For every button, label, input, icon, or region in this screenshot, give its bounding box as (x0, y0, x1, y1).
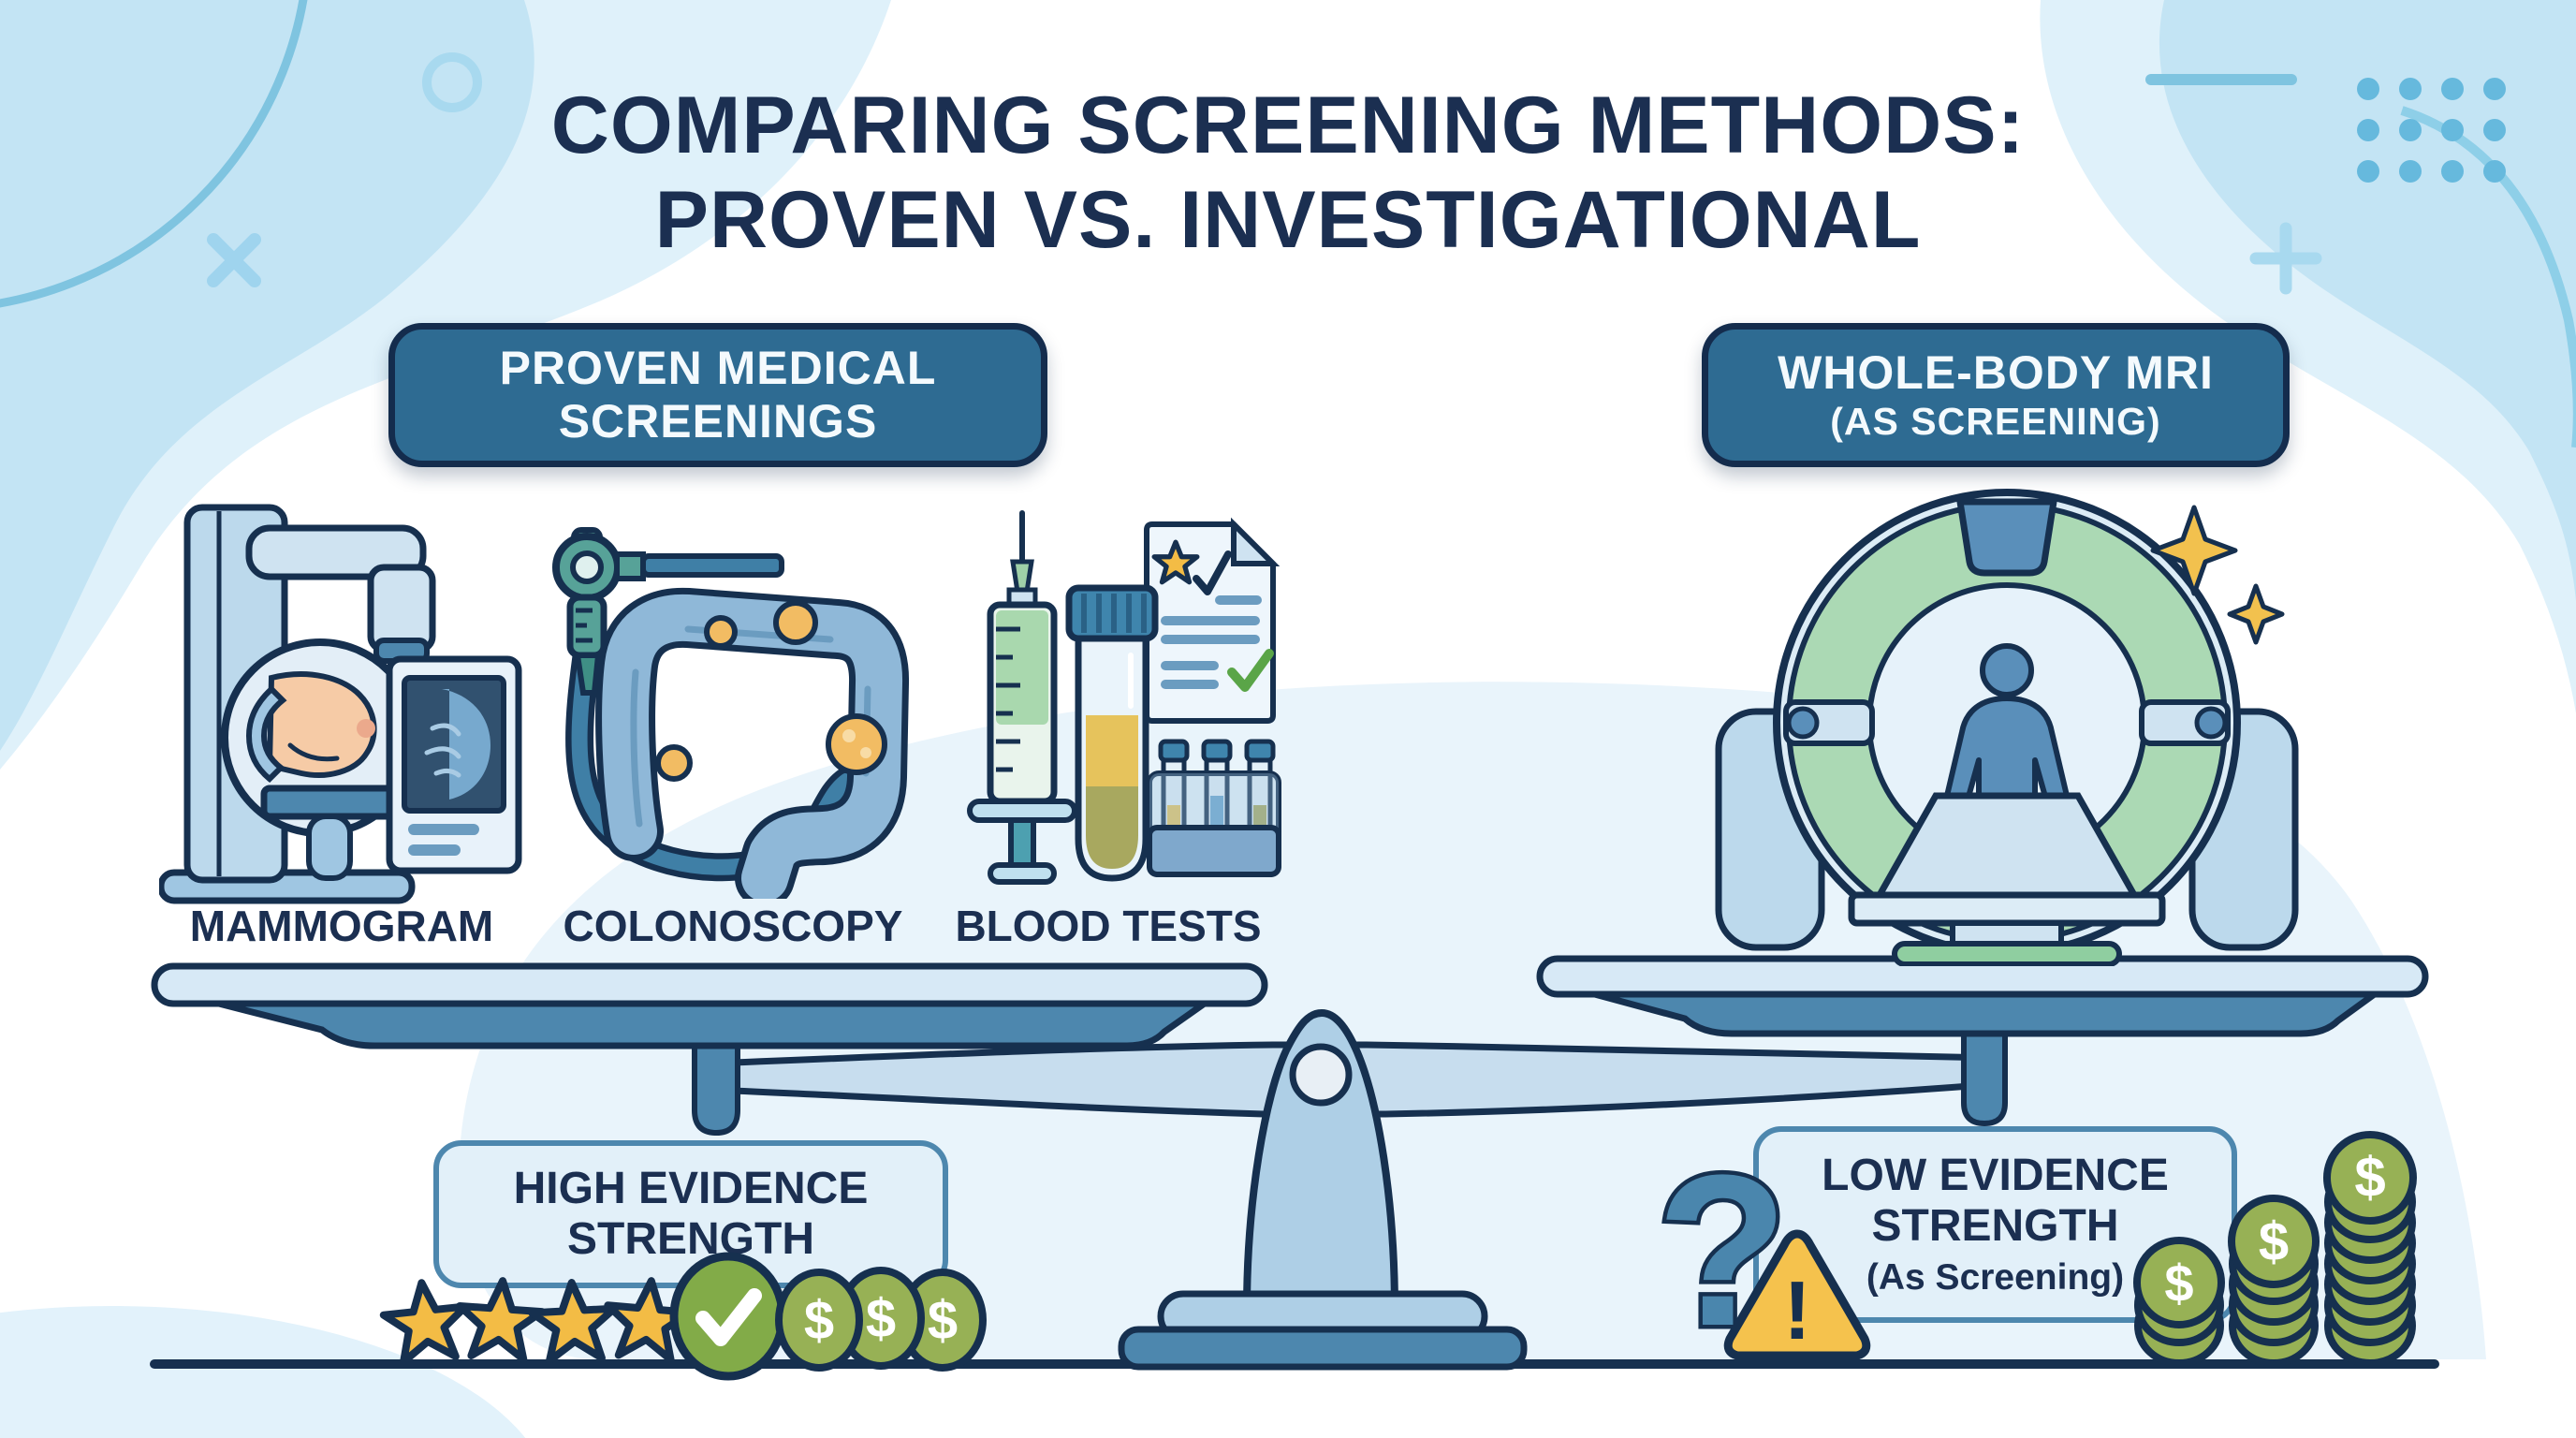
svg-text:$: $ (2164, 1254, 2193, 1313)
scale-pedestal (1243, 1008, 1398, 1352)
svg-text:$: $ (2354, 1146, 2385, 1209)
mammogram-label: MAMMOGRAM (189, 902, 494, 950)
syringe-icon (967, 510, 1077, 885)
tube-rack-icon (1147, 739, 1281, 877)
coin-stack-icons: $ $ $ (2133, 1131, 2417, 1367)
svg-text:$: $ (2259, 1211, 2289, 1272)
page-title-line1: COMPARING SCREENING METHODS: (550, 81, 2026, 170)
star-icon (528, 1279, 619, 1365)
svg-text:!: ! (1783, 1264, 1810, 1357)
star-rating (379, 1277, 695, 1366)
high-evidence-line1: HIGH EVIDENCE (513, 1164, 869, 1214)
dollar-coin-icon: $ (899, 1269, 987, 1372)
proven-badge-line1: PROVEN MEDICAL (499, 341, 937, 394)
left-pan-stem (692, 1033, 740, 1137)
high-evidence-line2: STRENGTH (567, 1214, 814, 1264)
star-icon (379, 1279, 470, 1366)
star-icon (456, 1277, 546, 1363)
arc-line-top-right (2400, 106, 2576, 448)
polyp-icons (655, 600, 887, 782)
warning-triangle-icon: ! (1723, 1229, 1871, 1360)
background-blob-top-left (0, 0, 534, 751)
dollar-coins: $ $ $ (775, 1267, 987, 1372)
right-pan-stem (1961, 1023, 2008, 1127)
check-circle-icon (669, 1252, 787, 1381)
blood-tests-icon (967, 510, 1281, 885)
test-tube-icon (1065, 584, 1159, 882)
colonoscopy-label: COLONOSCOPY (563, 902, 903, 950)
scale-pivot (1289, 1043, 1353, 1107)
svg-text:$: $ (866, 1288, 896, 1349)
right-pan-body (1590, 990, 2386, 1037)
dots-grid-icon (2357, 78, 2506, 183)
coin-stack-icon: $ (2133, 1237, 2225, 1367)
circle-outline-icon (422, 52, 482, 112)
proven-badge-line2: SCREENINGS (558, 395, 878, 448)
plus-icon (2249, 222, 2322, 295)
scale-base-lower (1118, 1326, 1528, 1371)
page-title: COMPARING SCREENING METHODS: PROVEN VS. … (0, 79, 2576, 269)
background-blob-bottom-left (0, 1306, 526, 1438)
mri-scanner-icon (1715, 489, 2299, 966)
mammogram-monitor (386, 655, 522, 874)
proven-screenings-badge: PROVEN MEDICAL SCREENINGS (388, 323, 1047, 467)
high-evidence-icons: $ $ $ (379, 1252, 987, 1381)
endoscope-handle (552, 527, 784, 696)
left-pan-top (151, 962, 1268, 1007)
svg-text:$: $ (804, 1290, 834, 1351)
low-evidence-line2: STRENGTH (1871, 1201, 2119, 1251)
blood-tests-label: BLOOD TESTS (955, 902, 1262, 950)
low-evidence-line1: LOW EVIDENCE (1822, 1151, 2169, 1201)
colonoscopy-icon (552, 527, 910, 899)
low-evidence-box: LOW EVIDENCE STRENGTH (As Screening) (1753, 1126, 2237, 1323)
mammogram-icon (159, 504, 522, 904)
svg-text:$: $ (928, 1290, 958, 1351)
page-title-line2: PROVEN VS. INVESTIGATIONAL (654, 175, 1922, 266)
left-pan-body (214, 999, 1217, 1049)
mri-badge-line1: WHOLE-BODY MRI (1778, 345, 2214, 399)
star-icon (1151, 539, 1200, 585)
sparkle-icon (2150, 505, 2285, 645)
coin-stack-icon: $ (2323, 1131, 2417, 1367)
mri-badge: WHOLE-BODY MRI (AS SCREENING) (1702, 323, 2290, 467)
low-evidence-icons: ? ! (1657, 1152, 1871, 1375)
dollar-coin-icon: $ (775, 1269, 863, 1372)
check-icon (1227, 649, 1274, 692)
x-mark-icon (207, 233, 261, 287)
coin-stack-icon: $ (2228, 1195, 2320, 1367)
test-report-document (1144, 517, 1281, 724)
mri-badge-line2: (AS SCREENING) (1830, 400, 2161, 444)
low-evidence-line3: (As Screening) (1866, 1256, 2125, 1298)
